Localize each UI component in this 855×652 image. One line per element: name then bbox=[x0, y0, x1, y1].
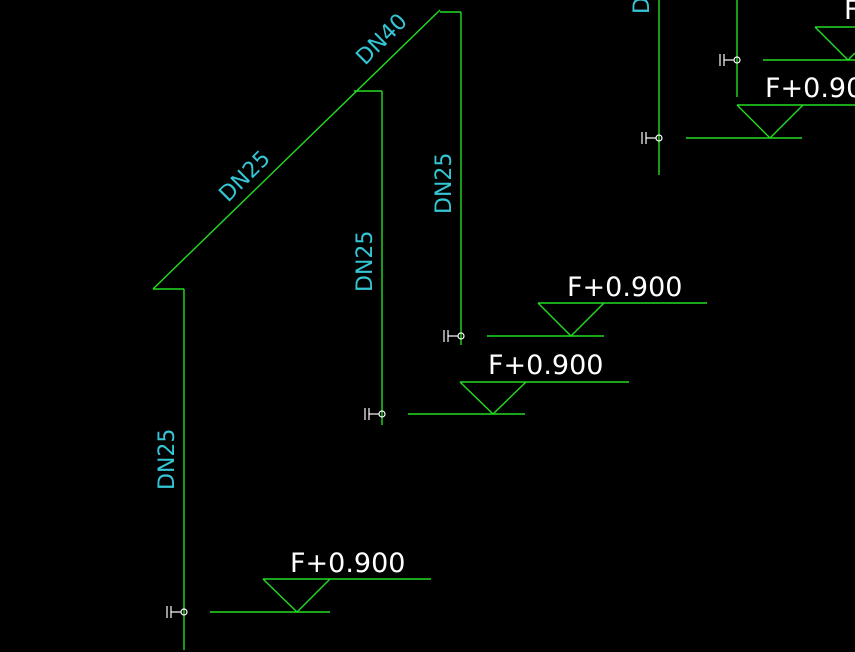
valve-icon bbox=[443, 330, 465, 342]
elevation-labels: F+0.900 F+0.900 F+0.900 F+0.900 F bbox=[290, 0, 855, 579]
pipe-network bbox=[152, 0, 738, 650]
label-riser-top-right: DN25 bbox=[630, 0, 655, 14]
elevation-markers bbox=[262, 26, 855, 613]
valve-icon bbox=[719, 54, 741, 66]
elevation-label-top-right: F+0.900 bbox=[765, 73, 855, 104]
fixture-lines bbox=[210, 59, 855, 613]
valve-icon bbox=[641, 132, 663, 144]
valve-icon bbox=[364, 408, 386, 420]
label-riser-left: DN25 bbox=[155, 429, 180, 490]
elev-triangle-top-edge bbox=[814, 26, 855, 61]
elev-triangle-right bbox=[537, 302, 605, 337]
valves bbox=[166, 54, 741, 618]
valve-icon bbox=[166, 606, 188, 618]
elev-triangle-middle bbox=[459, 381, 527, 415]
elevation-label-bottom: F+0.900 bbox=[290, 548, 405, 579]
label-riser-middle: DN25 bbox=[353, 231, 378, 292]
elevation-label-top-edge: F bbox=[844, 0, 855, 26]
pipe-diagonal bbox=[152, 9, 441, 290]
label-riser-right: DN25 bbox=[432, 153, 457, 214]
elevation-label-middle: F+0.900 bbox=[488, 350, 603, 381]
elev-triangle-bottom bbox=[262, 578, 331, 613]
elev-triangle-top-right bbox=[736, 104, 804, 139]
elevation-label-right: F+0.900 bbox=[567, 272, 682, 303]
